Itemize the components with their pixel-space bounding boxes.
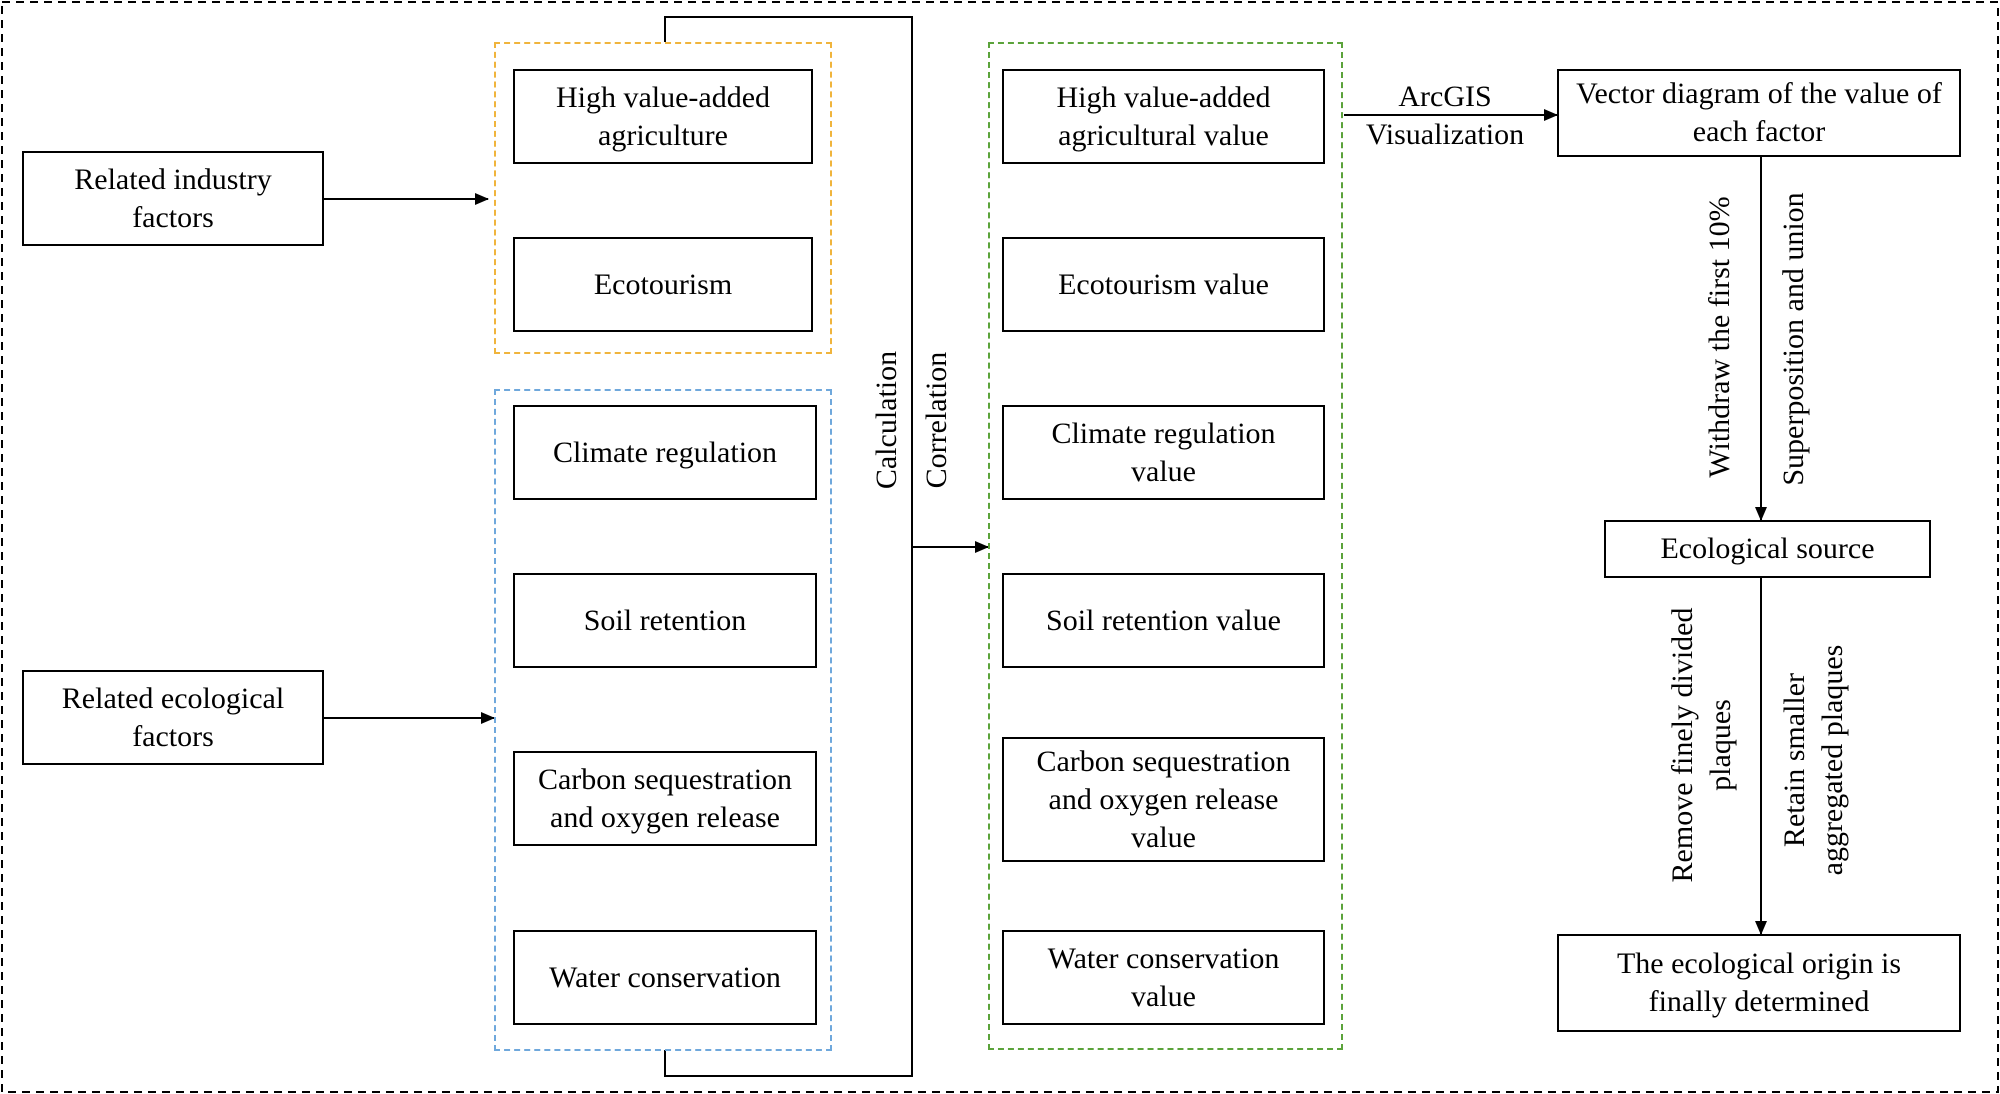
bracket-bottom (664, 547, 913, 1077)
vector-diagram-box: Vector diagram of the value of each fact… (1557, 69, 1961, 157)
value-carbon: Carbon sequestration and oxygen release … (1002, 737, 1325, 862)
remove-label-text: Remove finely divided plaques (1666, 607, 1737, 883)
withdraw-label: Withdraw the first 10% (1703, 196, 1736, 478)
arcgis-label: ArcGIS (1398, 80, 1492, 113)
factor-ecotourism: Ecotourism (513, 237, 813, 332)
factor-water: Water conservation (513, 930, 817, 1025)
related-ecological-factors-box: Related ecological factors (22, 670, 324, 765)
remove-label: Remove finely divided plaques (1664, 580, 1740, 910)
value-ecotourism: Ecotourism value (1002, 237, 1325, 332)
industry-factor-group (494, 42, 832, 354)
bracket-top (664, 16, 913, 547)
value-soil: Soil retention value (1002, 573, 1325, 668)
value-group (988, 42, 1343, 1050)
retain-label-text: Retain smaller aggregated plaques (1778, 644, 1849, 876)
value-water: Water conservation value (1002, 930, 1325, 1025)
retain-label: Retain smaller aggregated plaques (1776, 610, 1852, 910)
ecological-origin-box: The ecological origin is finally determi… (1557, 934, 1961, 1032)
factor-agriculture: High value-added agriculture (513, 69, 813, 164)
superposition-label: Superposition and union (1777, 192, 1810, 486)
factor-carbon: Carbon sequestration and oxygen release (513, 751, 817, 846)
calculation-label: Calculation (870, 350, 903, 490)
related-industry-factors-box: Related industry factors (22, 151, 324, 246)
ecological-factor-group (494, 389, 832, 1051)
factor-soil: Soil retention (513, 573, 817, 668)
visualization-label: Visualization (1365, 118, 1525, 151)
value-agriculture: High value-added agricultural value (1002, 69, 1325, 164)
value-climate: Climate regulation value (1002, 405, 1325, 500)
factor-climate: Climate regulation (513, 405, 817, 500)
correlation-label: Correlation (920, 351, 953, 489)
ecological-source-box: Ecological source (1604, 520, 1931, 578)
